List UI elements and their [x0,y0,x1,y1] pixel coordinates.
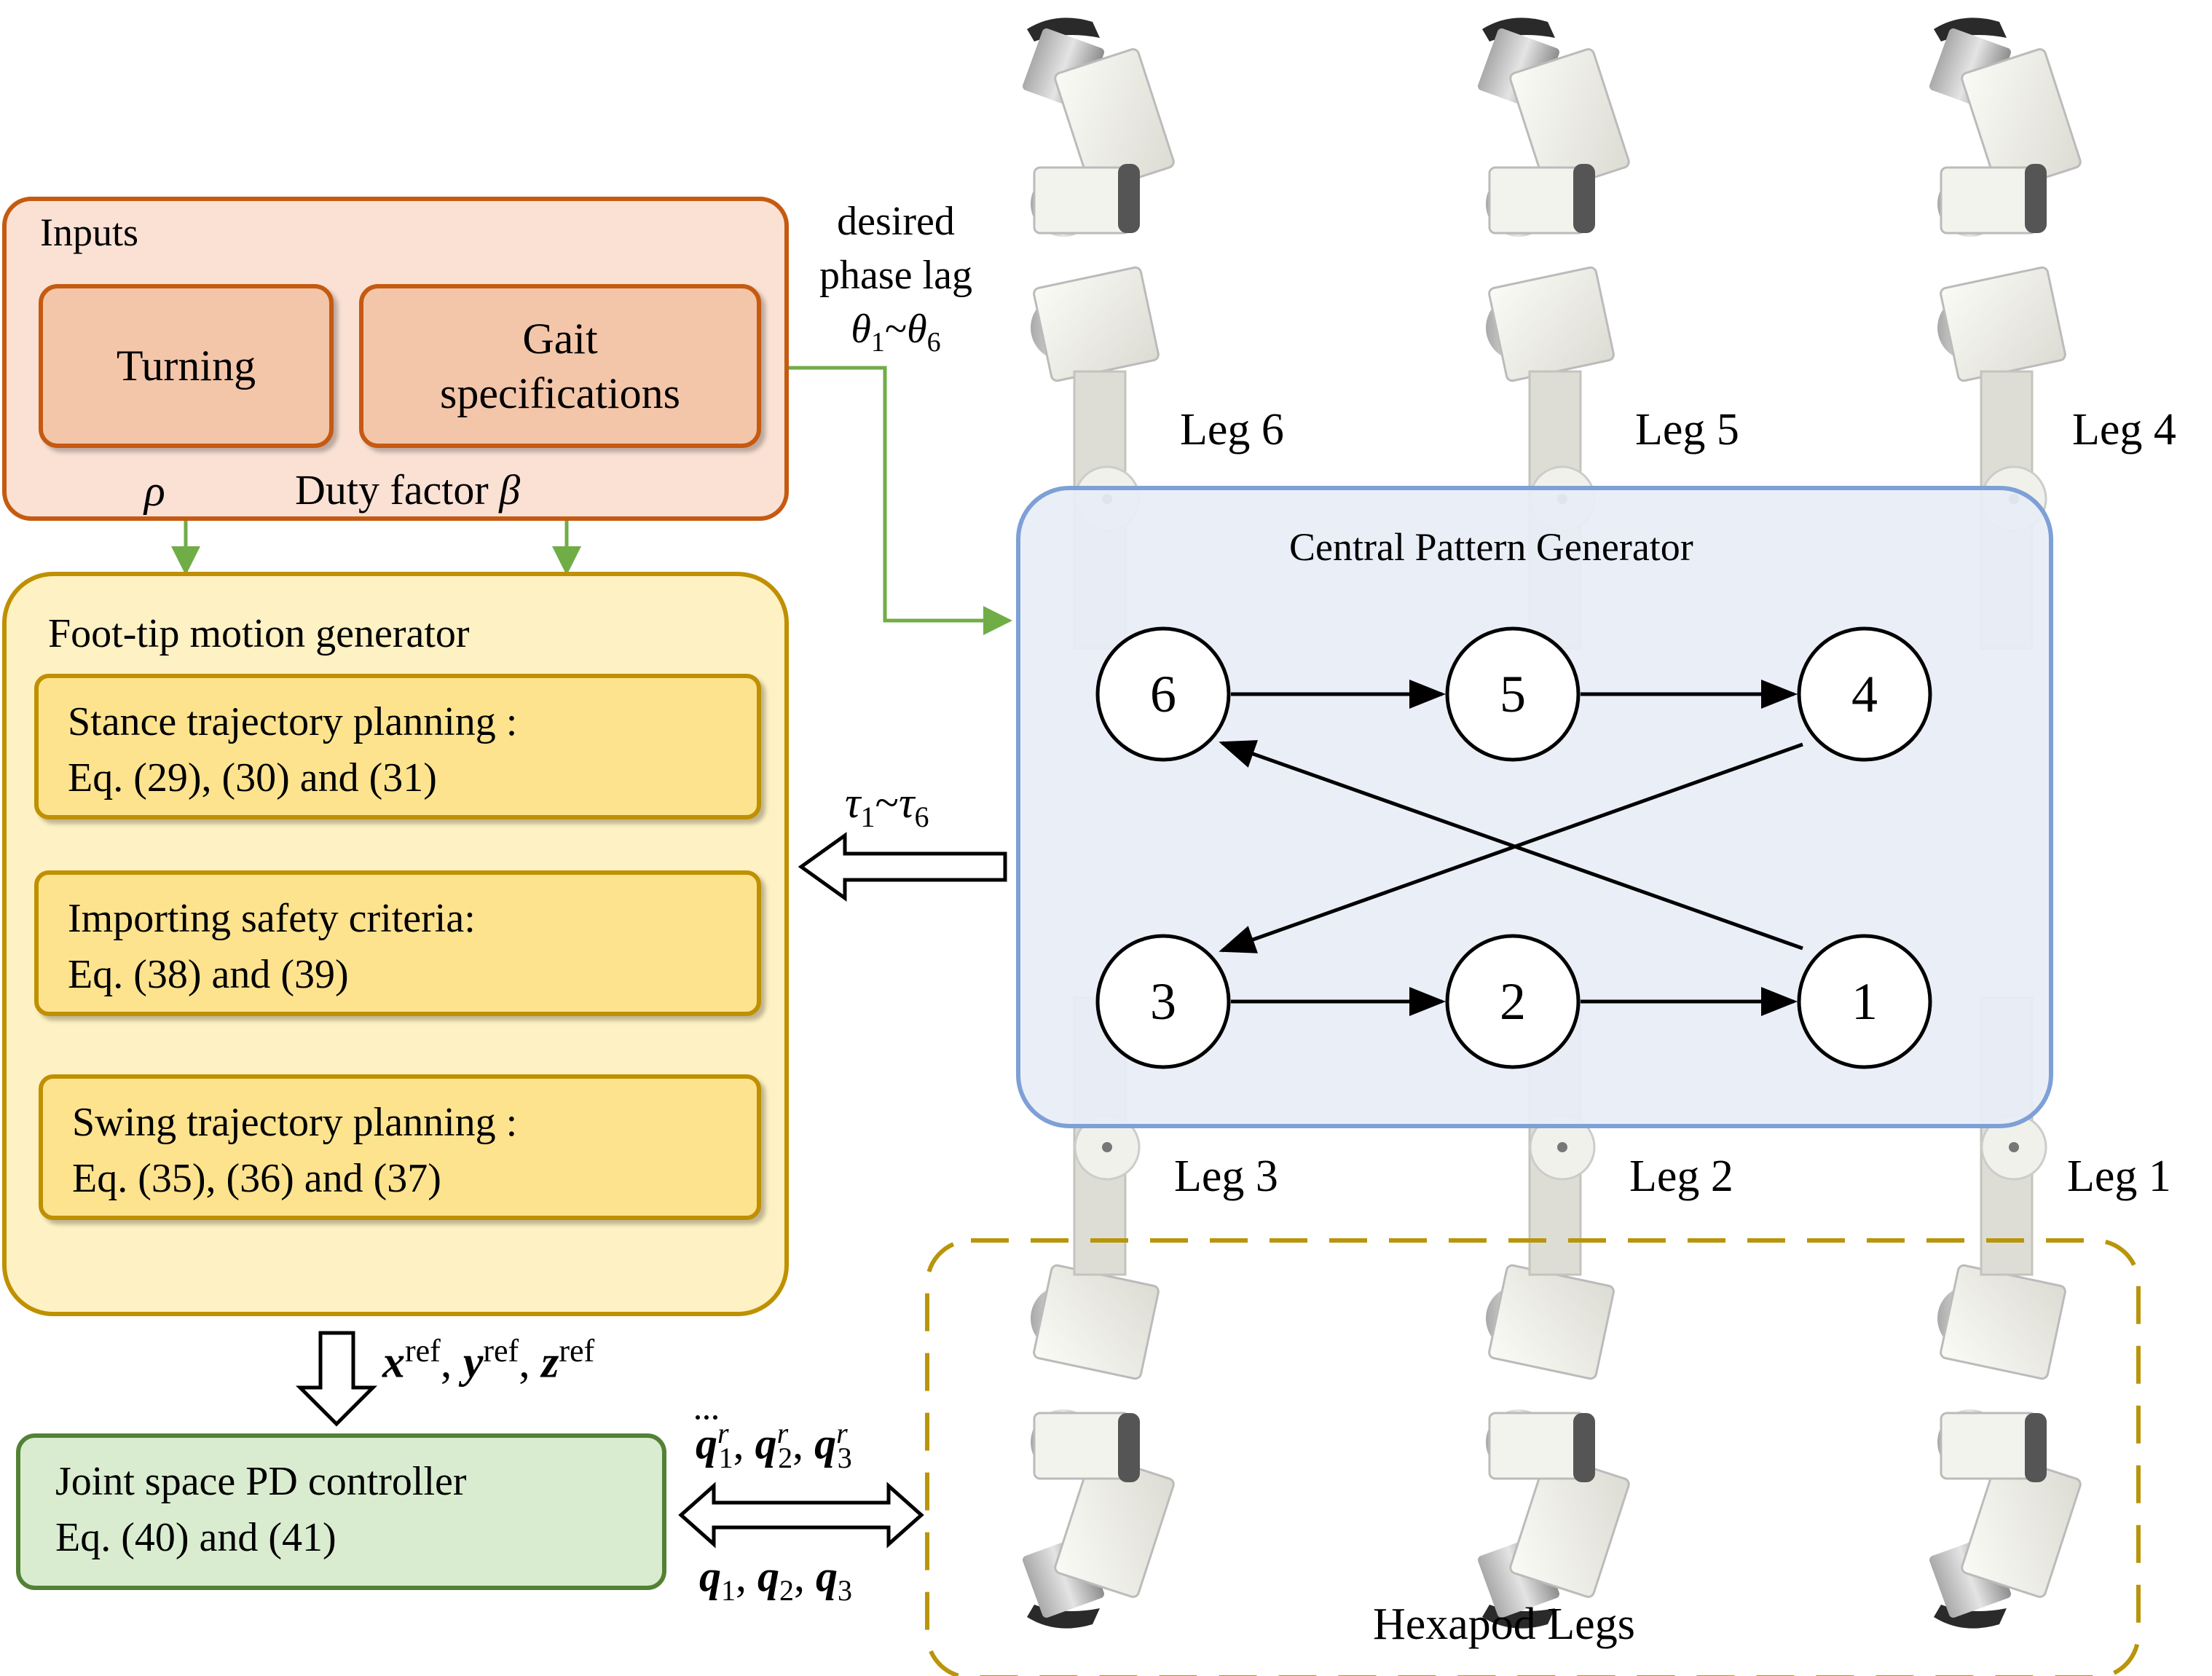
phase-lag-arrow [765,366,1012,635]
cpg-node-2-label: 2 [1500,972,1526,1031]
duty-factor-label: Duty factor β [295,466,520,515]
qdot-3-symbol: q [814,1420,837,1468]
pd-controller-box: Joint space PD controller Eq. (40) and (… [16,1433,666,1590]
cpg-node-6 [1095,626,1231,762]
turning-box: Turning [39,284,334,448]
cpg-node-2 [1445,934,1581,1069]
hexapod-legs-box [925,1238,2141,1676]
turning-label: Turning [116,342,256,390]
leg-6-label: Leg 6 [1180,405,1284,455]
phase-lag-label: desired phase lag θ1~θ6 [801,195,991,361]
q-sep-2: , [794,1552,816,1600]
duty-factor-text: Duty factor [295,466,500,514]
cpg-node-3-label: 3 [1150,972,1176,1031]
cpg-node-5 [1445,626,1581,762]
q-3-symbol: q [816,1552,838,1600]
swing-line2: Eq. (35), (36) and (37) [72,1156,441,1202]
gait-label-line2: specifications [440,369,680,417]
beta-symbol: β [499,466,521,514]
ref-down-arrow [295,1331,378,1427]
tau-1-sub: 1 [860,800,875,833]
leg-3-label: Leg 3 [1174,1152,1278,1201]
leg-5-label: Leg 5 [1635,405,1739,455]
safety-line1: Importing safety criteria: [68,896,476,941]
cpg-node-4 [1797,626,1932,762]
ref-sep-2: , [519,1337,542,1388]
theta-6-symbol: θ [907,306,927,352]
safety-line2: Eq. (38) and (39) [68,952,349,998]
ref-sep-1: , [440,1337,463,1388]
pd-line2: Eq. (40) and (41) [55,1515,336,1561]
qdot-3-sup: r [836,1417,848,1449]
tau-6-sub: 6 [914,800,929,833]
phase-lag-line2: phase lag [819,252,972,298]
theta-1-sub: 1 [870,327,885,358]
theta-1-symbol: θ [851,306,871,352]
gait-specifications-box: Gait specifications [359,284,761,448]
stance-line1: Stance trajectory planning : [68,699,518,744]
cpg-node-1 [1797,934,1932,1069]
qdot-3-sub: 3 [837,1441,852,1474]
q-1-symbol: q [699,1552,721,1600]
pd-line1: Joint space PD controller [55,1459,467,1504]
tau-tilde: ~ [875,779,899,827]
qdot-1-sup: r [717,1417,729,1449]
leg-2-label: Leg 2 [1629,1152,1733,1201]
desired-joint-velocity-label: qr1, qr2, qr3 [696,1417,852,1475]
gait-label-line1: Gait [522,314,598,363]
safety-criteria-box: Importing safety criteria: Eq. (38) and … [34,870,761,1016]
y-ref-symbol: y [463,1337,484,1388]
q-2-symbol: q [757,1552,779,1600]
x-ref-symbol: x [382,1337,405,1388]
qdot-2-sub: 2 [778,1441,793,1474]
tau-arrow [798,832,1007,902]
pd-legs-double-arrow [678,1482,924,1549]
theta-6-sub: 6 [926,327,941,358]
cpg-box [1016,486,2053,1128]
tau-1-symbol: τ [845,779,861,827]
theta-range: θ1~θ6 [801,303,991,361]
rho-label: ρ [144,467,165,515]
phase-lag-line1: desired [837,199,955,244]
qdot-1-sub: 1 [718,1441,733,1474]
hexapod-legs-label: Hexapod Legs [1373,1600,1635,1649]
cpg-node-3 [1095,934,1231,1069]
qdot-sep-2: , [792,1420,815,1468]
cpg-arrow-4-3 [1219,742,1803,953]
z-ref-sup: ref [559,1333,595,1369]
inputs-title: Inputs [40,211,138,254]
q-1-sub: 1 [721,1574,736,1607]
theta-tilde: ~ [884,306,908,352]
cpg-node-5-label: 5 [1500,664,1526,723]
qdot-sep-1: , [733,1420,755,1468]
reference-positions-label: xref, yref, zref [382,1333,594,1389]
swing-planning-box: Swing trajectory planning : Eq. (35), (3… [39,1074,761,1220]
swing-line1: Swing trajectory planning : [72,1100,518,1145]
cpg-title: Central Pattern Generator [1289,525,1693,569]
leg-1-label: Leg 1 [2067,1152,2171,1201]
q-sep-1: , [736,1552,757,1600]
q-2-sub: 2 [779,1574,794,1607]
stance-line2: Eq. (29), (30) and (31) [68,755,437,801]
cpg-node-6-label: 6 [1150,664,1176,723]
tau-6-symbol: τ [898,779,915,827]
z-ref-symbol: z [541,1337,559,1388]
leg-4-label: Leg 4 [2072,405,2176,455]
cpg-node-4-label: 4 [1851,664,1878,723]
cpg-node-1-label: 1 [1851,972,1878,1031]
qdot-2-sup: r [776,1417,789,1449]
x-ref-sup: ref [405,1333,441,1369]
q-3-sub: 3 [838,1574,852,1607]
qdot-2-symbol: q [755,1420,777,1468]
joint-position-label: q1, q2, q3 [699,1551,852,1608]
foot-tip-title: Foot-tip motion generator [48,611,470,656]
y-ref-sup: ref [483,1333,519,1369]
stance-planning-box: Stance trajectory planning : Eq. (29), (… [34,674,761,819]
qdot-1-symbol: q [696,1420,717,1468]
tau-range-label: τ1~τ6 [845,778,929,834]
